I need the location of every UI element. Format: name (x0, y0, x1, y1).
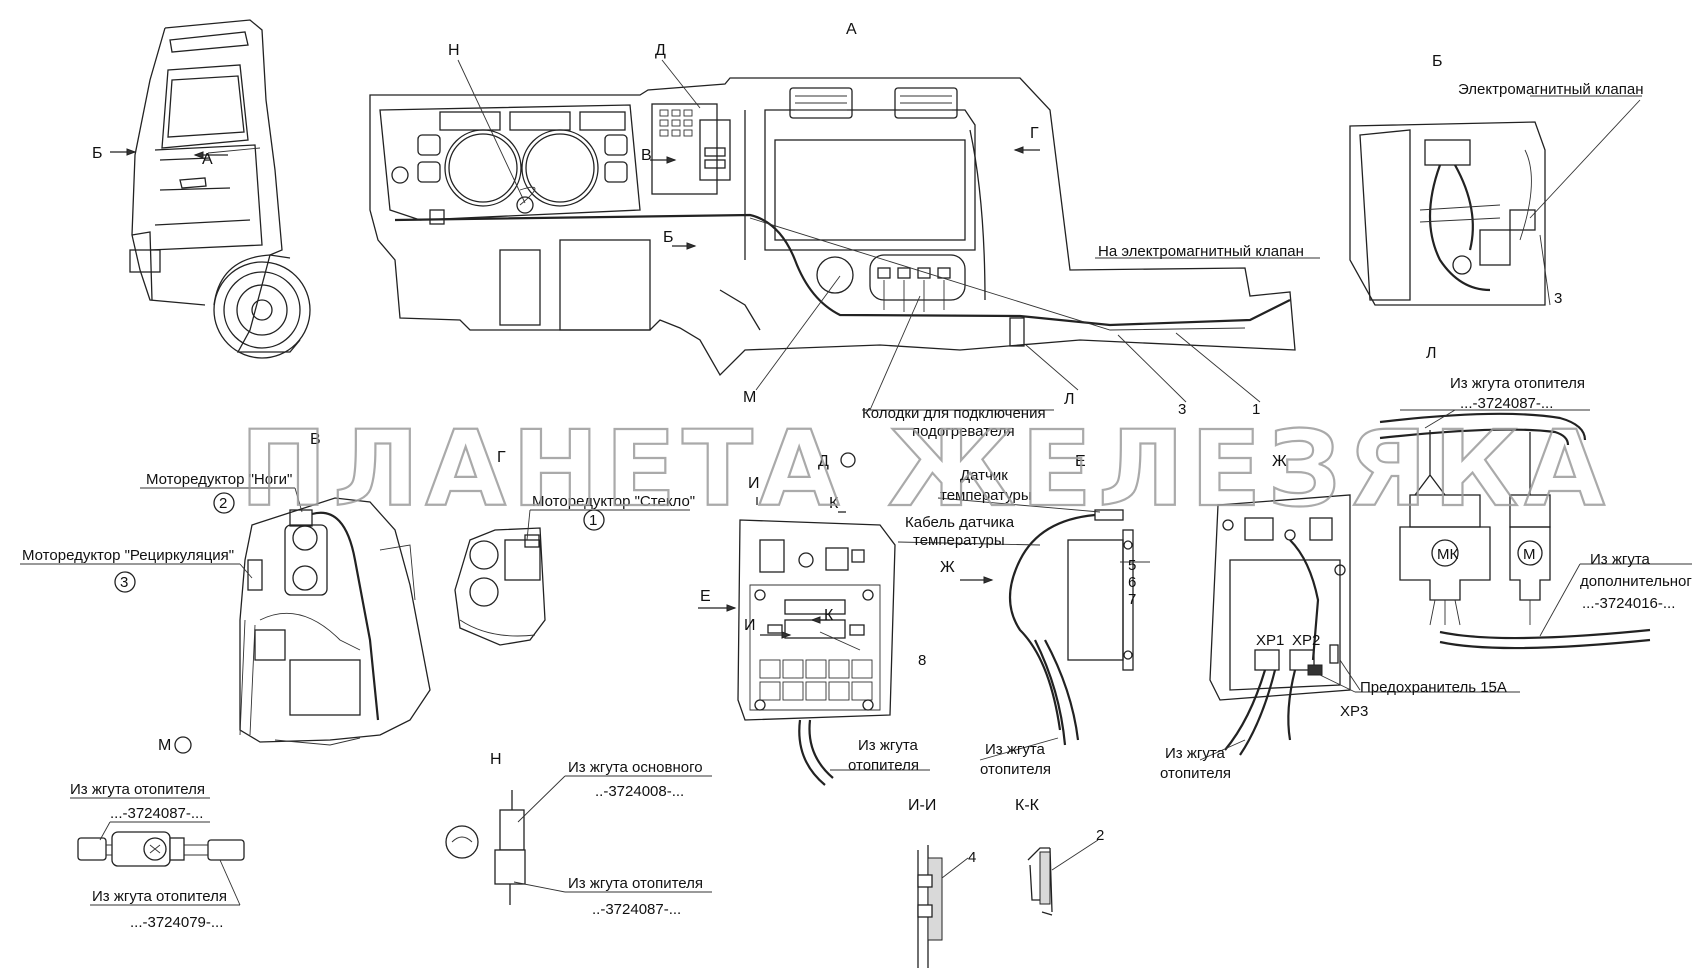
label-d-from-heater-2: отопителя (848, 757, 919, 774)
label-xp1: ХР1 (1256, 632, 1284, 649)
watermark-text: ПЛАНЕТА ЖЕЛЕЗЯКА (240, 408, 1611, 530)
connector-m-label: М (1523, 546, 1536, 563)
view-m-marker (174, 736, 192, 754)
view-title-v: В (310, 431, 321, 448)
callout-7: 7 (1128, 591, 1136, 608)
view-title-n: Н (490, 751, 502, 768)
label-xp2: ХР2 (1292, 632, 1320, 649)
circled-1-text: 1 (589, 512, 597, 529)
connector-mk-label: МК (1437, 546, 1458, 563)
motor-reducers-view-v (20, 487, 431, 746)
label-temp-sensor-1: Датчик (960, 467, 1008, 484)
view-label-e-arrow: Е (700, 588, 711, 605)
circled-2-text: 2 (219, 495, 227, 512)
view-label-v-dash: В (641, 147, 652, 164)
label-fuse-15a: Предохранитель 15А (1360, 679, 1507, 696)
label-to-solenoid-valve: На электромагнитный клапан (1098, 243, 1304, 260)
label-motor-feet: Моторедуктор "Ноги" (146, 471, 292, 488)
view-label-k-panel: К (824, 607, 834, 624)
view-label-a-cab: А (202, 151, 213, 168)
label-heater-pads-line1: Колодки для подключения (862, 405, 1046, 422)
view-label-k-top: К (829, 495, 839, 512)
view-title-e: Е (1075, 453, 1086, 470)
callout-3-dash: 3 (1178, 401, 1186, 418)
label-n-code-4087: ..-3724087-... (592, 901, 681, 918)
view-title-l: Л (1426, 345, 1437, 362)
fan-connector (70, 797, 245, 906)
dashboard-view-a (369, 59, 1320, 411)
truck-cab-side-view (110, 19, 311, 359)
temperature-sensor-view-e (897, 497, 1150, 761)
label-solenoid-valve: Электромагнитный клапан (1458, 81, 1644, 98)
label-motor-glass: Моторедуктор "Стекло" (532, 493, 695, 510)
view-label-b-dash: Б (663, 229, 674, 246)
label-from-additional-line1: Из жгута (1590, 551, 1651, 568)
view-title-d: Д (818, 453, 829, 470)
label-fan-from-heater: Из жгута отопителя (70, 781, 205, 798)
callout-2: 2 (1096, 827, 1104, 844)
view-label-d-dash: Д (655, 42, 666, 59)
circled-1-marker (583, 509, 605, 531)
connector-view-n (445, 775, 712, 905)
view-label-i-panel: И (744, 617, 756, 634)
view-label-n-dash: Н (448, 42, 460, 59)
label-fan-code-4087: ...-3724087-... (110, 805, 203, 822)
view-label-b-cab: Б (92, 145, 103, 162)
label-n-code-4008: ..-3724008-... (595, 783, 684, 800)
label-motor-recirc: Моторедуктор "Рециркуляция" (22, 547, 234, 564)
view-label-g-dash: Г (1030, 125, 1039, 142)
view-label-m: М (158, 737, 171, 754)
view-label-zh-arrow: Ж (940, 559, 955, 576)
solenoid-valve-view-b (1349, 95, 1642, 306)
section-title-ii: И-И (908, 797, 936, 814)
view-title-g: Г (497, 449, 506, 466)
callout-6: 6 (1128, 574, 1136, 591)
callout-3-view-b: 3 (1554, 290, 1562, 307)
label-zh-from-heater-1: Из жгута (1165, 745, 1226, 762)
callout-5: 5 (1128, 557, 1136, 574)
view-label-i-top: И (748, 475, 760, 492)
label-code-4016: ...-3724016-... (1582, 595, 1675, 612)
fuse-block-view-zh (1199, 494, 1520, 761)
section-title-kk: К-К (1015, 797, 1040, 814)
view-title-a: А (846, 21, 857, 38)
label-from-additional-line2: дополнительного (1580, 573, 1692, 590)
label-heater-pads-line2: подогревателя (912, 423, 1015, 440)
view-d-marker (840, 452, 856, 468)
circled-2-marker (213, 492, 235, 514)
section-kk (1027, 839, 1099, 916)
label-temp-cable-1: Кабель датчика (905, 514, 1015, 531)
section-ii (917, 845, 969, 968)
label-temp-cable-2: температуры (913, 532, 1005, 549)
view-title-b: Б (1432, 53, 1443, 70)
connectors-view-l (1379, 409, 1692, 650)
callout-1-dash: 1 (1252, 401, 1260, 418)
circled-3-text: 3 (120, 574, 128, 591)
label-xp3: ХР3 (1340, 703, 1368, 720)
label-fan-code-4079: ...-3724079-... (130, 914, 223, 931)
label-d-from-heater-1: Из жгута (858, 737, 919, 754)
view-title-zh: Ж (1272, 453, 1287, 470)
callout-8: 8 (918, 652, 926, 669)
label-n-from-main: Из жгута основного (568, 759, 703, 776)
view-label-m-dash: М (743, 389, 756, 406)
label-l-code-4087: ...-3724087-... (1460, 395, 1553, 412)
label-zh-from-heater-2: отопителя (1160, 765, 1231, 782)
motor-glass-view-g (454, 509, 690, 646)
label-e-from-heater-1: Из жгута (985, 741, 1046, 758)
control-panel-view-d (698, 497, 930, 786)
circled-3-marker (114, 571, 136, 593)
view-label-l-dash: Л (1064, 391, 1075, 408)
label-l-from-heater: Из жгута отопителя (1450, 375, 1585, 392)
callout-4: 4 (968, 849, 976, 866)
label-fan-from-heater-2: Из жгута отопителя (92, 888, 227, 905)
label-e-from-heater-2: отопителя (980, 761, 1051, 778)
label-n-from-heater: Из жгута отопителя (568, 875, 703, 892)
label-temp-sensor-2: температуры (940, 487, 1032, 504)
